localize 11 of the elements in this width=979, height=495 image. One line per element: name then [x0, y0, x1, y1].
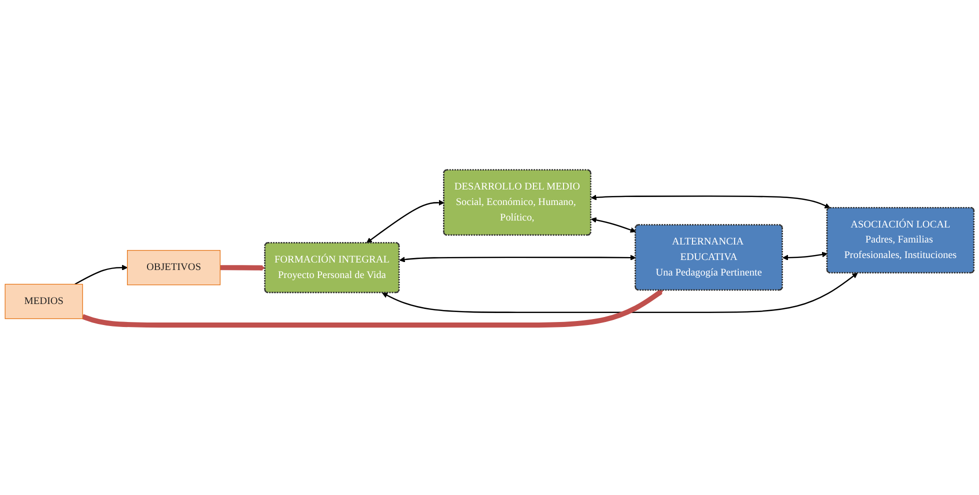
- arrow: [782, 252, 828, 260]
- arrow: [590, 217, 636, 233]
- node-box: OBJETIVOS: [127, 250, 220, 286]
- arrow: [366, 200, 444, 244]
- arrow: [82, 290, 664, 328]
- arrow: [590, 194, 830, 208]
- node-box: MEDIOS: [4, 284, 83, 320]
- arrow: [399, 254, 636, 262]
- arrow: [220, 265, 266, 271]
- arrow: [382, 272, 858, 313]
- arrow: [74, 264, 128, 285]
